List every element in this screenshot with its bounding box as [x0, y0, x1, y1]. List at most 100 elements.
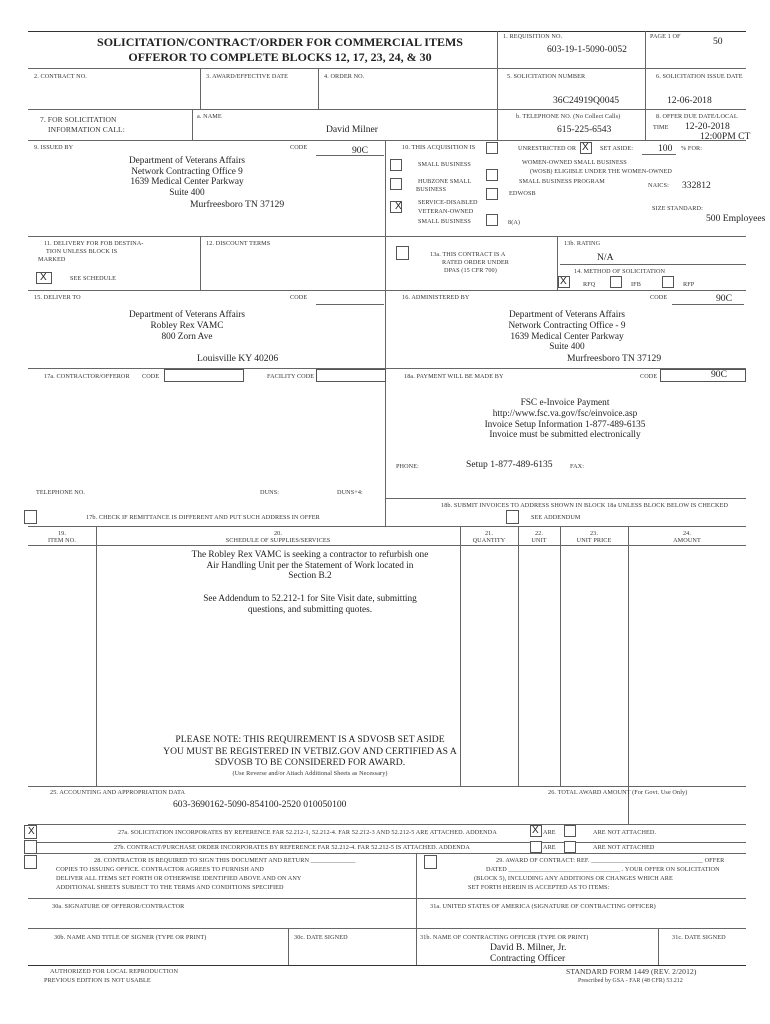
col21-header: QUANTITY [472, 537, 506, 544]
facility-code-label: FACILITY CODE [267, 373, 315, 380]
rule [28, 898, 746, 899]
wosb-checkbox[interactable] [486, 169, 498, 181]
payment-phone: Setup 1-877-489-6135 [466, 459, 553, 470]
29-text: DATED __________________________________… [486, 866, 720, 873]
edwosb-label: EDWOSB [509, 190, 536, 197]
code-label: CODE [142, 373, 160, 380]
remittance-checkbox[interactable] [24, 510, 37, 524]
addendum-checkbox[interactable] [506, 510, 519, 524]
contractor-code-field[interactable] [164, 369, 244, 382]
27a-are-checkbox[interactable] [530, 825, 542, 837]
27b-are-label: ARE [543, 844, 556, 851]
schedule-addendum-note: See Addendum to 52.212-1 for Site Visit … [150, 594, 470, 615]
27a-checkbox[interactable] [24, 825, 37, 839]
administered-by-code: 90C [716, 293, 732, 304]
requisition-label: 1. REQUISITION NO. [503, 33, 563, 40]
issued-by-code: 90C [352, 145, 368, 156]
rule [96, 526, 97, 786]
total-award-label: 26. TOTAL AWARD AMOUNT (For Govt. Use On… [548, 789, 688, 796]
checkmark-x: X [395, 201, 402, 212]
unrestricted-checkbox[interactable] [580, 142, 592, 154]
officer-name: David B. Milner, Jr. [490, 942, 567, 953]
checkmark-x: X [560, 276, 567, 287]
rule [28, 68, 746, 69]
notice-line: PLEASE NOTE: THIS REQUIREMENT IS A SDVOS… [175, 734, 445, 745]
duns4-label: DUNS+4: [337, 489, 363, 496]
rule [557, 236, 558, 290]
payment-instructions: FSC e-Invoice Payment http://www.fsc.va.… [455, 398, 675, 441]
27a-are-not-checkbox[interactable] [564, 825, 576, 837]
see-schedule-checkbox[interactable] [36, 272, 52, 284]
see-addendum-label: SEE ADDENDUM [531, 514, 581, 521]
hubzone-label: BUSINESS [416, 186, 447, 193]
schedule-description: The Robley Rex VAMC is seeking a contrac… [150, 550, 470, 582]
rule [560, 526, 561, 786]
sdvosb-notice: PLEASE NOTE: THIS REQUIREMENT IS A SDVOS… [150, 734, 470, 769]
offer-due-label: 8. OFFER DUE DATE/LOCAL [656, 113, 738, 120]
col22-num: 22. [534, 530, 544, 537]
issued-by-label: 9. ISSUED BY [34, 144, 74, 151]
col21-num: 21. [484, 530, 494, 537]
naics-label: NAICS: [648, 182, 669, 189]
checkmark-x: X [28, 826, 35, 837]
size-standard-value: 500 Employees [706, 213, 766, 224]
address-line: 1639 Medical Center Parkway [510, 331, 624, 342]
duns-label: DUNS: [260, 489, 280, 496]
acquisition-checkbox[interactable] [486, 142, 498, 154]
edwosb-checkbox[interactable] [486, 188, 498, 200]
rfq-checkbox[interactable] [558, 276, 570, 288]
facility-code-field[interactable] [316, 369, 386, 382]
page-total: 50 [713, 36, 723, 47]
naics-value: 332812 [682, 180, 711, 191]
27b-checkbox[interactable] [24, 840, 37, 854]
notice-line: YOU MUST BE REGISTERED IN VETBIZ.GOV AND… [163, 745, 457, 757]
wosb-label: SMALL BUSINESS PROGRAM [519, 178, 605, 185]
contact-phone: 615-225-6543 [557, 124, 612, 135]
27b-are-not-label: ARE NOT ATTACHED [593, 844, 655, 851]
28-checkbox[interactable] [24, 855, 37, 869]
set-aside-underline [642, 154, 676, 155]
ifb-checkbox[interactable] [610, 276, 622, 288]
small-business-checkbox[interactable] [390, 159, 402, 171]
checkmark-x: X [532, 825, 539, 836]
rfp-checkbox[interactable] [662, 276, 674, 288]
sdvosb-label: SERVICE-DISABLED [418, 199, 478, 206]
payment-line: Invoice Setup Information 1-877-489-6135 [484, 419, 646, 430]
payment-code-field[interactable] [660, 369, 746, 382]
sdvosb-label: VETERAN-OWNED [418, 208, 474, 215]
sdvosb-checkbox[interactable] [390, 201, 402, 213]
rated-order-checkbox[interactable] [396, 246, 409, 260]
col19-num: 19. [57, 530, 67, 537]
see-schedule-label: SEE SCHEDULE [70, 275, 117, 282]
col24-num: 24. [682, 530, 692, 537]
hubzone-checkbox[interactable] [390, 178, 402, 190]
rule [497, 31, 498, 140]
27b-are-checkbox[interactable] [530, 841, 542, 853]
eight-a-checkbox[interactable] [486, 214, 498, 226]
footer-edition: PREVIOUS EDITION IS NOT USABLE [44, 977, 151, 984]
29-checkbox[interactable] [424, 855, 437, 869]
issue-date-label: 6. SOLICITATION ISSUE DATE [656, 73, 743, 80]
col20-header: SCHEDULE OF SUPPLIES/SERVICES [225, 537, 331, 544]
method-label: 14. METHOD OF SOLICITATION [574, 268, 666, 275]
footer-reproduction: AUTHORIZED FOR LOCAL REPRODUCTION [50, 968, 179, 975]
officer-signature-label: 31a. UNITED STATES OF AMERICA (SIGNATURE… [430, 903, 656, 910]
27b-are-not-checkbox[interactable] [564, 841, 576, 853]
solicitation-no-label: 5. SOLICITATION NUMBER [507, 73, 586, 80]
form-title-line2: OFFEROR TO COMPLETE BLOCKS 12, 17, 23, 2… [128, 50, 432, 64]
form-title-line1: SOLICITATION/CONTRACT/ORDER FOR COMMERCI… [97, 35, 463, 49]
order-no-label: 4. ORDER NO. [324, 73, 365, 80]
address-line: 1639 Medical Center Parkway [130, 177, 244, 188]
description-line: Section B.2 [288, 571, 332, 582]
issued-by-city: Murfreesboro TN 37129 [190, 199, 285, 210]
form-number: STANDARD FORM 1449 (REV. 2/2012) [566, 967, 697, 976]
administered-by-label: 16. ADMINISTERED BY [402, 294, 470, 301]
set-aside-label: SET ASIDE: [600, 145, 634, 152]
rule [385, 140, 386, 526]
notice-line: SDVOSB TO BE CONSIDERED FOR AWARD. [214, 757, 406, 768]
29-text: (BLOCK 5), INCLUDING ANY ADDITIONS OR CH… [474, 875, 673, 882]
description-line: The Robley Rex VAMC is seeking a contrac… [191, 550, 429, 560]
col24-header: AMOUNT [673, 537, 701, 544]
telephone-label: TELEPHONE NO. [36, 489, 86, 496]
address-line: Department of Veterans Affairs [128, 310, 246, 320]
